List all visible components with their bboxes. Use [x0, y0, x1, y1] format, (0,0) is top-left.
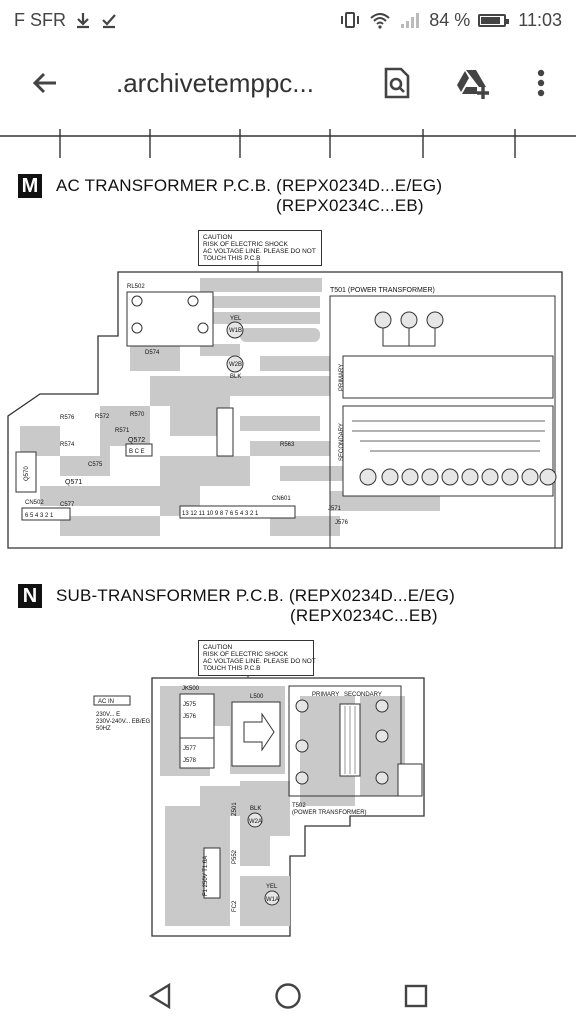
battery-fill	[481, 16, 500, 24]
add-to-drive-button[interactable]	[450, 60, 496, 106]
yel-label: YEL	[266, 884, 278, 890]
add-to-drive-icon	[457, 70, 489, 99]
status-left: F SFR	[14, 10, 118, 31]
j575-label: J575	[183, 702, 197, 708]
yel-label: YEL	[230, 316, 242, 322]
r570-label: R570	[130, 412, 145, 418]
t502-sub-label: (POWER TRANSFORMER)	[292, 810, 367, 816]
section-n-title-line2: (REPX0234C...EB)	[290, 606, 438, 625]
section-m-marker: M	[18, 174, 42, 198]
section-m-caution-box: CAUTION RISK OF ELECTRIC SHOCK AC VOLTAG…	[198, 230, 322, 266]
caution-line: RISK OF ELECTRIC SHOCK	[203, 651, 288, 658]
sub-transformer-pcb-diagram: AC IN 230V... E 230V-240V... EB/EG 50HZ …	[93, 676, 425, 937]
nav-back-button[interactable]	[138, 976, 182, 1016]
system-nav-bar	[0, 968, 576, 1024]
recents-square-icon	[404, 984, 428, 1008]
t502-label: T502	[292, 803, 306, 809]
secondary-label: SECONDARY	[339, 423, 345, 461]
caution-line: AC VOLTAGE LINE. PLEASE DO NOT	[203, 248, 316, 255]
more-vert-icon	[537, 69, 545, 97]
caution-line: AC VOLTAGE LINE. PLEASE DO NOT	[203, 658, 316, 665]
carrier-label: F SFR	[14, 9, 66, 30]
cn502-label: CN502	[25, 500, 44, 506]
caution-line: CAUTION	[203, 234, 233, 241]
section-n-title: SUB-TRANSFORMER P.C.B. (REPX0234D...E/EG…	[56, 586, 455, 605]
battery-percent: 84 %	[429, 9, 471, 30]
more-options-button[interactable]	[518, 60, 564, 106]
caution-line: TOUCH THIS P.C.B	[203, 665, 261, 672]
z501-label: Z501	[232, 802, 238, 816]
w1a-label: W1A	[266, 897, 279, 903]
q572-bce-label: B C E	[129, 449, 145, 455]
download-icon	[77, 13, 89, 29]
nav-recents-button[interactable]	[394, 976, 438, 1016]
section-m-title: AC TRANSFORMER P.C.B. (REPX0234D...E/EG)	[56, 176, 443, 195]
rl502-label: RL502	[127, 284, 145, 290]
status-right: 84 % 11:03	[339, 10, 562, 31]
back-button[interactable]	[22, 60, 68, 106]
fc2-label: FC2	[232, 900, 238, 912]
jk500-label: JK500	[182, 686, 200, 692]
cn502-pins: 6 5 4 3 2 1	[25, 513, 54, 519]
caution-line: TOUCH THIS P.C.B	[203, 255, 261, 262]
w2a-label: W2A	[249, 819, 262, 825]
nav-home-button[interactable]	[266, 976, 310, 1016]
search-document-icon	[384, 67, 410, 99]
caution-line: RISK OF ELECTRIC SHOCK	[203, 241, 288, 248]
back-arrow-icon	[32, 72, 56, 94]
j577-label: J577	[183, 746, 197, 752]
j578-label: J578	[183, 758, 197, 764]
cn601-pins: 13 12 11 10 9 8 7 6 5 4 3 2 1	[182, 511, 259, 517]
j576-label: J576	[335, 520, 349, 526]
vibrate-icon	[341, 12, 360, 28]
q570-label: Q570	[24, 466, 30, 481]
primary-label: PRIMARY	[312, 692, 339, 698]
w2b-label: W2B	[229, 362, 242, 368]
blk-label: BLK	[230, 374, 241, 380]
r576-label: R576	[60, 415, 75, 421]
app-bar: .archivetemppc...	[0, 40, 576, 126]
r571-label: R571	[115, 428, 130, 434]
secondary-label: SECONDARY	[344, 692, 382, 698]
l500-label: L500	[250, 694, 264, 700]
wifi-icon	[370, 13, 390, 29]
r574-label: R574	[60, 442, 75, 448]
caution-line: CAUTION	[203, 644, 233, 651]
r563-label: R563	[280, 442, 295, 448]
signal-icon	[401, 13, 420, 28]
home-circle-icon	[275, 983, 301, 1009]
section-m-title-line2: (REPX0234C...EB)	[276, 196, 424, 215]
blk-label: BLK	[250, 806, 261, 812]
document-title: .archivetemppc...	[116, 68, 314, 98]
ac-in-label: AC IN	[98, 699, 114, 705]
document-viewer[interactable]: M AC TRANSFORMER P.C.B. (REPX0234D...E/E…	[0, 126, 576, 968]
page-ruler	[0, 129, 576, 158]
battery-icon	[478, 13, 510, 27]
primary-label: PRIMARY	[339, 364, 345, 391]
cn601-label: CN601	[272, 496, 291, 502]
check-download-icon	[102, 14, 116, 29]
p552-label: P552	[232, 849, 238, 864]
t501-label: T501 (POWER TRANSFORMER)	[330, 287, 435, 294]
r572-label: R572	[95, 414, 110, 420]
ac-in-line: 230V... E	[96, 712, 120, 718]
section-n-marker: N	[18, 584, 42, 608]
c577-label: C577	[60, 502, 75, 508]
ac-transformer-pcb-diagram: T501 (POWER TRANSFORMER) RL502 YEL W1B W…	[7, 261, 563, 549]
q571-label: Q571	[65, 479, 82, 486]
q572-label: Q572	[128, 437, 145, 444]
j571-label: J571	[328, 506, 342, 512]
w1b-label: W1B	[229, 328, 242, 334]
ac-in-line: 50HZ	[96, 726, 111, 732]
j576-label: J576	[183, 714, 197, 720]
fuse-label: F1 250V T1.6A	[203, 856, 209, 896]
search-document-button[interactable]	[374, 60, 420, 106]
status-bar: F SFR 84 % 11:03	[0, 0, 576, 40]
back-triangle-icon	[148, 982, 171, 1010]
c575-label: C575	[88, 462, 103, 468]
section-n-caution-box: CAUTION RISK OF ELECTRIC SHOCK AC VOLTAG…	[198, 640, 316, 676]
d574-label: D574	[145, 350, 160, 356]
clock: 11:03	[518, 9, 562, 30]
ac-in-line: 230V-240V... EB/EG	[96, 719, 150, 725]
